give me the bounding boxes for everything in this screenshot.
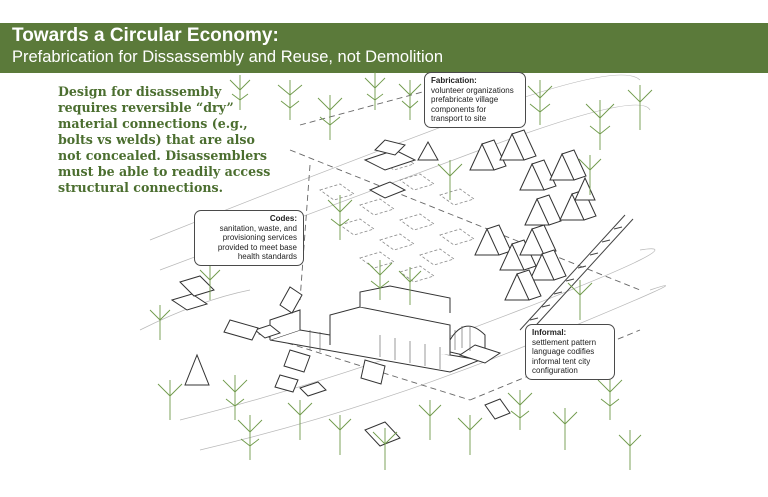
modular-structure (223, 285, 502, 393)
callout-informal-line: settlement pattern (532, 337, 597, 347)
callout-fabrication-heading: Fabrication: (431, 76, 477, 85)
callout-fabrication-line: prefabricate village (431, 95, 499, 105)
tent-plot-grid (319, 153, 475, 283)
callout-fabrication-line: transport to site (431, 114, 487, 124)
callout-fabrication: Fabrication: volunteer organizations pre… (424, 72, 526, 128)
trees (149, 72, 653, 470)
callout-codes-line: sanitation, waste, and (219, 223, 297, 233)
callout-informal: Informal: settlement pattern language co… (525, 324, 615, 380)
callout-codes-line: provided to meet base (217, 242, 297, 252)
design-note: Design for disassembly requires reversib… (58, 84, 271, 195)
callout-informal-line: language codifies (532, 347, 595, 357)
a-frame-tents (184, 129, 597, 386)
callout-codes: Codes: sanitation, waste, and provisioni… (194, 210, 304, 266)
terrain-contours (139, 74, 666, 451)
slide-subtitle: Prefabrication for Dissassembly and Reus… (12, 48, 444, 66)
callout-informal-line: informal tent city (532, 356, 591, 366)
callout-informal-line: configuration (532, 366, 578, 376)
slide-title: Towards a Circular Economy: (12, 25, 279, 46)
site-objects (170, 139, 511, 447)
callout-codes-heading: Codes: (269, 214, 297, 223)
fence (519, 214, 634, 335)
structure-details (309, 326, 471, 369)
callout-fabrication-line: volunteer organizations (431, 85, 514, 95)
callout-codes-line: provisioning services (222, 233, 297, 243)
title-banner: Towards a Circular Economy: Prefabricati… (0, 23, 768, 73)
callout-fabrication-line: components for (431, 104, 487, 114)
callout-informal-heading: Informal: (532, 328, 567, 337)
callout-codes-line: health standards (237, 252, 297, 262)
